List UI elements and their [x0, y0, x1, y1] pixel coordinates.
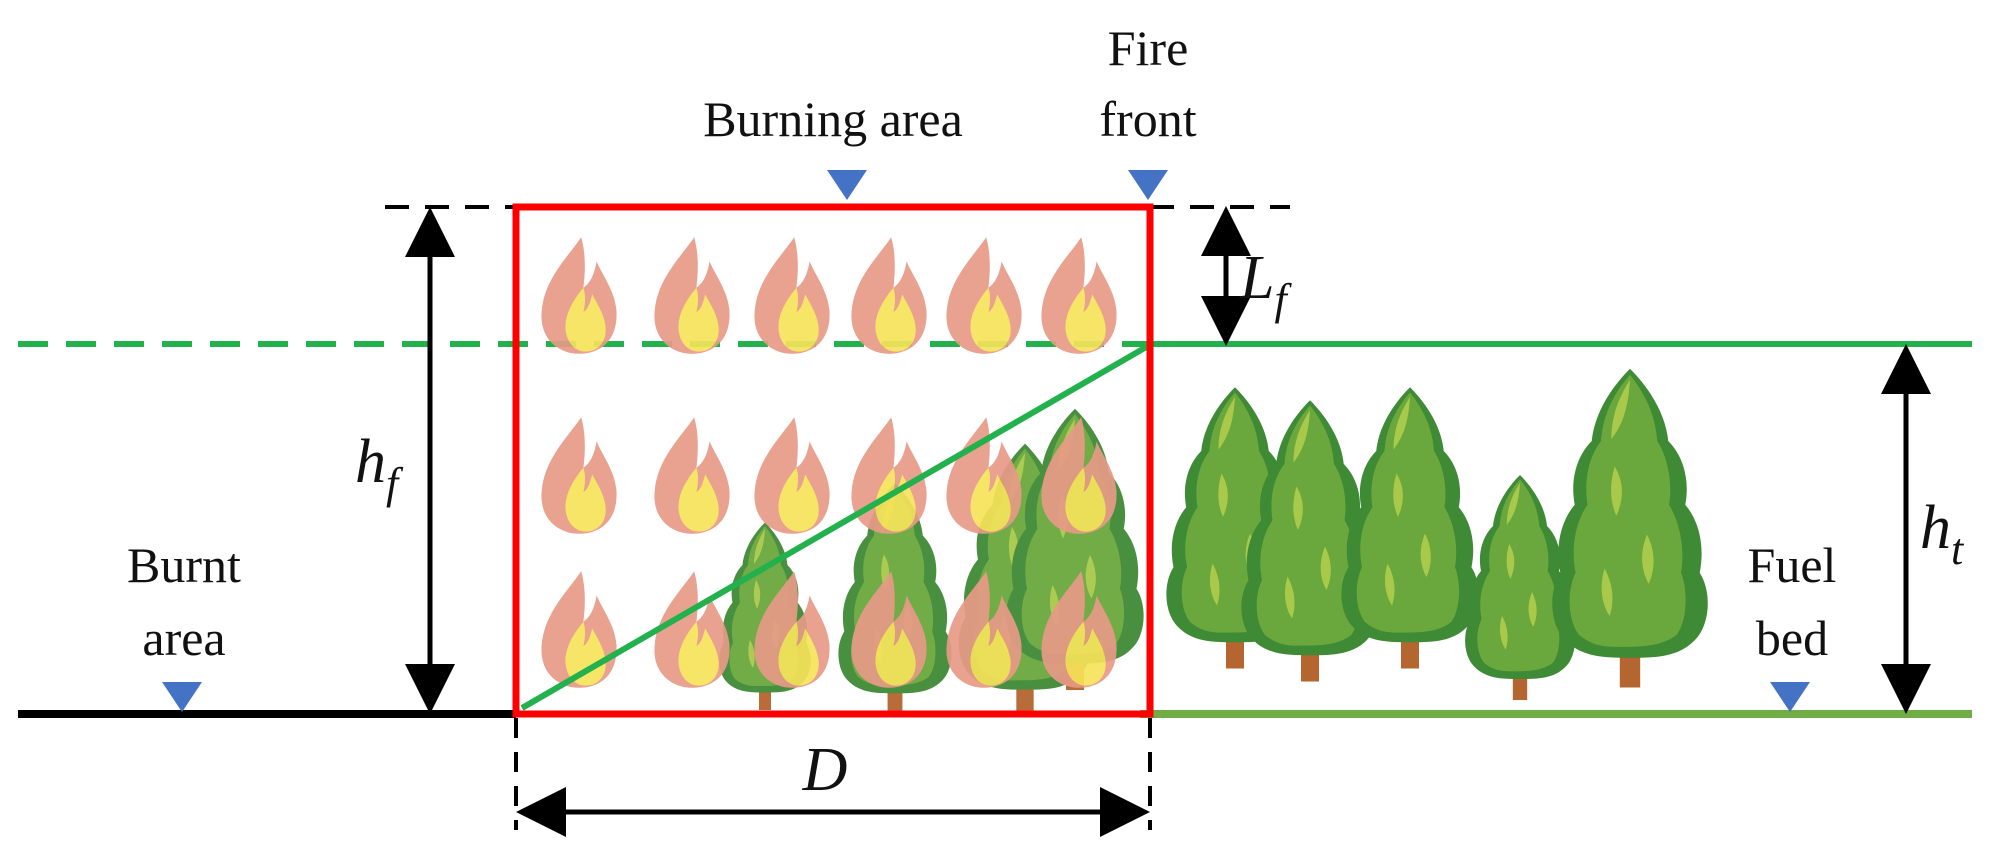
fuel-bed-marker-icon: [1770, 682, 1810, 712]
fire-front-label-line2: front: [1099, 91, 1196, 147]
flame-icon: [541, 571, 617, 688]
flame-icon: [1041, 417, 1117, 534]
flame-icon: [541, 237, 617, 354]
fire-front-marker-icon: [1128, 170, 1168, 200]
fuel-consumption-line: [520, 343, 1150, 711]
fuel-bed-label-line1: Fuel: [1748, 537, 1837, 593]
fuel-tree: [1552, 368, 1708, 688]
burnt-area-marker-icon: [162, 682, 202, 712]
flame-icon: [654, 417, 730, 534]
burnt-area-label-line1: Burnt: [127, 537, 241, 593]
flame-icon: [541, 417, 617, 534]
flame-height-symbol: hf: [355, 428, 404, 508]
fire-front-label-line1: Fire: [1108, 20, 1189, 76]
burning-area-box: [512, 203, 1154, 718]
burnt-area-label-line2: area: [142, 610, 225, 666]
tree-height-symbol: ht: [1920, 494, 1965, 574]
flame-icon: [946, 417, 1022, 534]
flame-icon: [754, 237, 830, 354]
flame-icon: [946, 237, 1022, 354]
flame-icon: [1041, 237, 1117, 354]
flame-icon: [654, 237, 730, 354]
fuel-tree: [1341, 387, 1479, 669]
depth-symbol: D: [802, 736, 848, 804]
flame-icon: [654, 571, 730, 688]
flame-icon: [754, 417, 830, 534]
fuel-bed-label-line2: bed: [1756, 610, 1828, 666]
fuel-bed-trees: [1166, 368, 1708, 700]
burning-area-marker-icon: [827, 170, 867, 200]
flame-icon: [851, 237, 927, 354]
burning-area-label: Burning area: [703, 91, 963, 147]
flame-icon: [851, 417, 927, 534]
flame-length-symbol: Lf: [1239, 244, 1292, 324]
